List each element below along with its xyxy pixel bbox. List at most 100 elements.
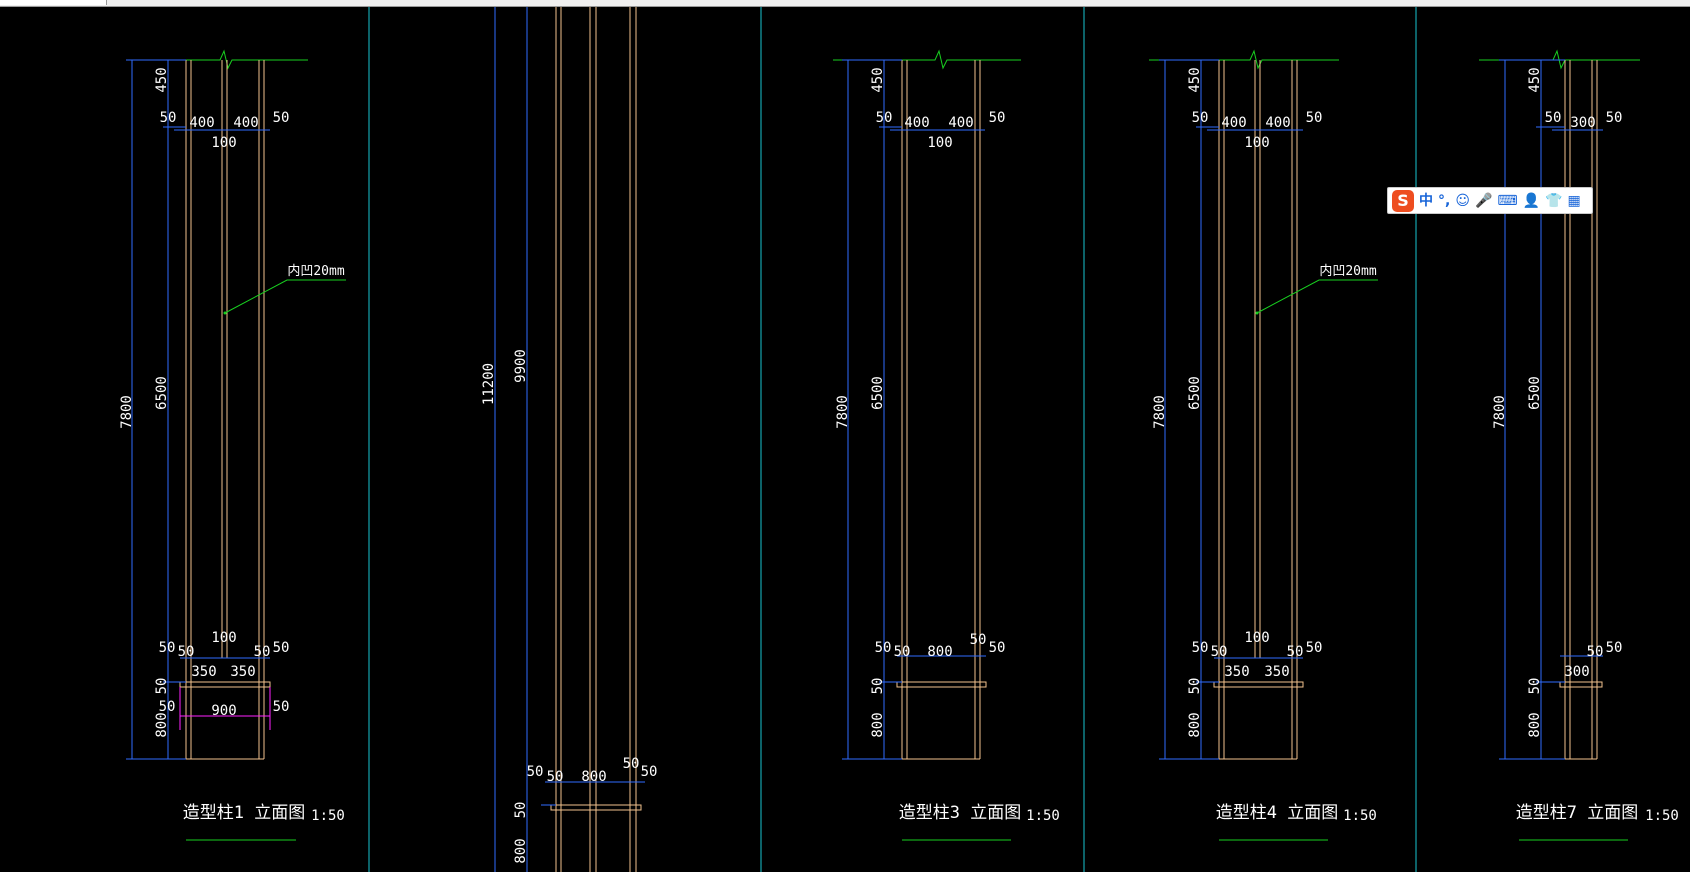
dim-middle: 6500 bbox=[1187, 376, 1203, 410]
dim-half-r: 400 bbox=[1265, 115, 1290, 131]
dim-base-half-r: 350 bbox=[230, 664, 255, 680]
drawing-title: 造型柱1 立面图 bbox=[183, 803, 305, 823]
dim-side-r: 50 bbox=[1606, 110, 1623, 126]
column-3-elevation bbox=[833, 49, 1021, 760]
ime-toolbar[interactable]: S 中 °, ☺ 🎤 ⌨ 👤 👕 ▦ bbox=[1387, 187, 1593, 214]
ground-line bbox=[146, 49, 308, 70]
leader-label: 内凹20mm bbox=[287, 263, 344, 279]
punctuation-icon[interactable]: °, bbox=[1438, 192, 1451, 209]
dim-overall: 7800 bbox=[1152, 395, 1168, 429]
dim-plinth-l: 50 bbox=[159, 699, 176, 715]
dim-base-r1: 50 bbox=[1587, 644, 1604, 660]
leader-label: 内凹20mm bbox=[1319, 263, 1376, 279]
dimension-lines bbox=[1499, 59, 1603, 760]
drawing-tab[interactable] bbox=[0, 0, 107, 5]
column-outline bbox=[896, 60, 987, 760]
dim-base-half-l: 350 bbox=[191, 664, 216, 680]
dim-side-r: 50 bbox=[1306, 110, 1323, 126]
dim-half-r: 400 bbox=[948, 115, 973, 131]
dim-top: 450 bbox=[870, 67, 886, 92]
column-outline bbox=[179, 60, 271, 760]
dim-plinth-w: 900 bbox=[211, 703, 236, 719]
dim-base: 800 bbox=[1527, 712, 1543, 737]
dim-width: 800 bbox=[581, 769, 606, 785]
drawing-scale: 1:50 bbox=[1026, 808, 1060, 824]
skin-icon[interactable]: 👕 bbox=[1545, 192, 1563, 209]
drawing-title: 造型柱4 立面图 bbox=[1216, 803, 1338, 823]
dim-top: 450 bbox=[1187, 67, 1203, 92]
dim-plinth-h: 50 bbox=[154, 678, 170, 695]
dim-half-r: 400 bbox=[233, 115, 258, 131]
dim-side-l: 50 bbox=[876, 110, 893, 126]
dim-base-l2: 50 bbox=[178, 644, 195, 660]
dim-base: 800 bbox=[1187, 712, 1203, 737]
dim-height: 9900 bbox=[513, 349, 529, 383]
dim-l2: 50 bbox=[547, 769, 564, 785]
dim-base-l2: 50 bbox=[1211, 644, 1228, 660]
dim-base-gap: 100 bbox=[1244, 630, 1269, 646]
dim-middle: 6500 bbox=[154, 376, 170, 410]
dim-base-l2: 50 bbox=[894, 644, 911, 660]
dim-top: 450 bbox=[154, 67, 170, 92]
dim-width: 300 bbox=[1570, 115, 1595, 131]
dim-base-r2: 50 bbox=[1287, 644, 1304, 660]
dim-side-l: 50 bbox=[1192, 110, 1209, 126]
dim-top: 450 bbox=[1527, 67, 1543, 92]
column-1-labels: 7800 450 6500 800 50 50 400 400 50 100 内… bbox=[119, 67, 345, 824]
dim-base-w: 800 bbox=[927, 644, 952, 660]
dim-overall: 11200 bbox=[481, 363, 497, 405]
window-top-bar bbox=[0, 0, 1690, 7]
dim-base-r1: 50 bbox=[970, 632, 987, 648]
column-4-labels: 7800 450 6500 800 50 50 400 400 50 100 内… bbox=[1152, 67, 1377, 824]
dimension-lines bbox=[126, 59, 270, 760]
menu-grid-icon[interactable]: ▦ bbox=[1567, 192, 1581, 209]
dim-base-r2: 50 bbox=[1606, 640, 1623, 656]
dim-gap: 100 bbox=[927, 135, 952, 151]
dim-base-r1: 50 bbox=[273, 640, 290, 656]
dimension-lines bbox=[1159, 59, 1303, 760]
dim-side-r: 50 bbox=[989, 110, 1006, 126]
dim-gap: 100 bbox=[1244, 135, 1269, 151]
drawing-scale: 1:50 bbox=[1343, 808, 1377, 824]
dim-base: 800 bbox=[870, 712, 886, 737]
dim-base-gap: 100 bbox=[211, 630, 236, 646]
drawing-scale: 1:50 bbox=[1645, 808, 1679, 824]
leader-dot bbox=[223, 311, 227, 315]
dim-base-w: 300 bbox=[1564, 664, 1589, 680]
dim-r1: 50 bbox=[623, 756, 640, 772]
dim-half-l: 400 bbox=[904, 115, 929, 131]
dim-base: 800 bbox=[513, 838, 529, 863]
emoji-icon[interactable]: ☺ bbox=[1455, 192, 1470, 209]
dim-plinth-h: 50 bbox=[1527, 678, 1543, 695]
dim-base-l1: 50 bbox=[159, 640, 176, 656]
user-icon[interactable]: 👤 bbox=[1522, 192, 1541, 209]
column-1-elevation bbox=[126, 49, 346, 760]
dim-l1: 50 bbox=[527, 764, 544, 780]
dim-plinth-h: 50 bbox=[870, 678, 886, 695]
drawing-scale: 1:50 bbox=[311, 808, 345, 824]
ime-logo-icon[interactable]: S bbox=[1392, 189, 1414, 212]
dim-base-r2: 50 bbox=[989, 640, 1006, 656]
column-3-labels: 7800 450 6500 800 50 50 400 400 50 100 5… bbox=[835, 67, 1060, 824]
microphone-icon[interactable]: 🎤 bbox=[1474, 192, 1493, 209]
column-2-labels: 11200 9900 50 50 800 50 50 50 800 bbox=[481, 349, 657, 864]
ground-line bbox=[833, 49, 1021, 70]
dim-side-l: 50 bbox=[1545, 110, 1562, 126]
dim-base-l1: 50 bbox=[1192, 640, 1209, 656]
keyboard-icon[interactable]: ⌨ bbox=[1497, 192, 1518, 209]
dim-middle: 6500 bbox=[870, 376, 886, 410]
dim-half-l: 400 bbox=[1221, 115, 1246, 131]
dim-r2: 50 bbox=[641, 764, 658, 780]
dim-base-half-l: 350 bbox=[1224, 664, 1249, 680]
dimension-lines bbox=[494, 7, 645, 872]
dim-overall: 7800 bbox=[835, 395, 851, 429]
dim-half-l: 400 bbox=[189, 115, 214, 131]
chinese-mode-button[interactable]: 中 bbox=[1419, 192, 1433, 209]
dim-base-l1: 50 bbox=[875, 640, 892, 656]
leader-line bbox=[1256, 279, 1378, 314]
dim-base: 800 bbox=[154, 712, 170, 737]
ground-line bbox=[1149, 49, 1339, 70]
leader-dot bbox=[1255, 311, 1259, 315]
dim-overall: 7800 bbox=[119, 395, 135, 429]
